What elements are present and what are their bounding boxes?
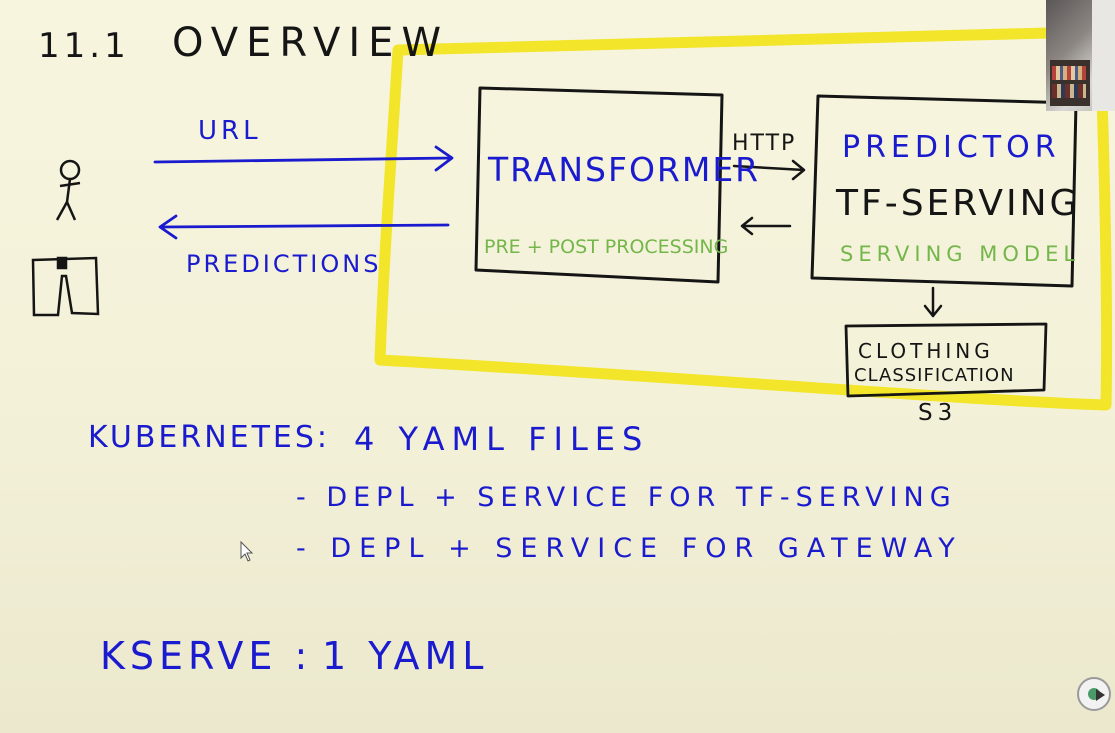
- kubernetes-item-1: - DEPL + SERVICE FOR TF-SERVING: [296, 482, 957, 513]
- user-figure-icon: [55, 159, 81, 221]
- cursor-icon: [240, 540, 254, 562]
- pants-icon: [31, 256, 100, 317]
- play-icon: [1096, 689, 1105, 701]
- webcam-overlay: [1046, 0, 1115, 111]
- predictor-title: PREDICTOR: [842, 130, 1061, 165]
- predictor-box: [810, 94, 1078, 288]
- kubernetes-count: 4 YAML FILES: [354, 420, 650, 458]
- storage-line-2: CLASSIFICATION: [854, 365, 1015, 386]
- webcam-books-top: [1052, 66, 1086, 80]
- storage-arrow: [923, 286, 943, 318]
- transformer-box: [474, 86, 724, 284]
- transformer-subtitle: PRE + POST PROCESSING: [484, 236, 729, 258]
- storage-line-1: CLOTHING: [858, 339, 994, 363]
- kubernetes-item-2: - DEPL + SERVICE FOR GATEWAY: [296, 533, 963, 564]
- play-button[interactable]: [1077, 677, 1111, 711]
- predictor-subtitle: SERVING MODEL: [840, 242, 1081, 266]
- webcam-books-bottom: [1052, 84, 1086, 98]
- webcam-wall: [1092, 0, 1115, 111]
- storage-label: S3: [918, 400, 958, 426]
- yellow-boundary: [374, 27, 1113, 411]
- url-label: URL: [198, 116, 262, 146]
- slide-number: 11.1: [38, 26, 130, 66]
- predictions-label: PREDICTIONS: [186, 250, 382, 278]
- http-label: HTTP: [732, 131, 797, 156]
- kubernetes-heading: KUBERNETES:: [88, 420, 331, 455]
- return-arrow: [740, 216, 792, 236]
- url-arrow: [153, 145, 454, 172]
- predictor-engine: TF-SERVING: [836, 183, 1081, 224]
- kserve-value: 1 YAML: [322, 634, 489, 678]
- storage-box: [844, 322, 1048, 398]
- predictions-arrow: [158, 214, 450, 240]
- page-title: OVERVIEW: [172, 20, 450, 66]
- kserve-label: KSERVE :: [100, 634, 313, 678]
- transformer-title: TRANSFORMER: [488, 150, 761, 189]
- http-arrow: [732, 159, 806, 181]
